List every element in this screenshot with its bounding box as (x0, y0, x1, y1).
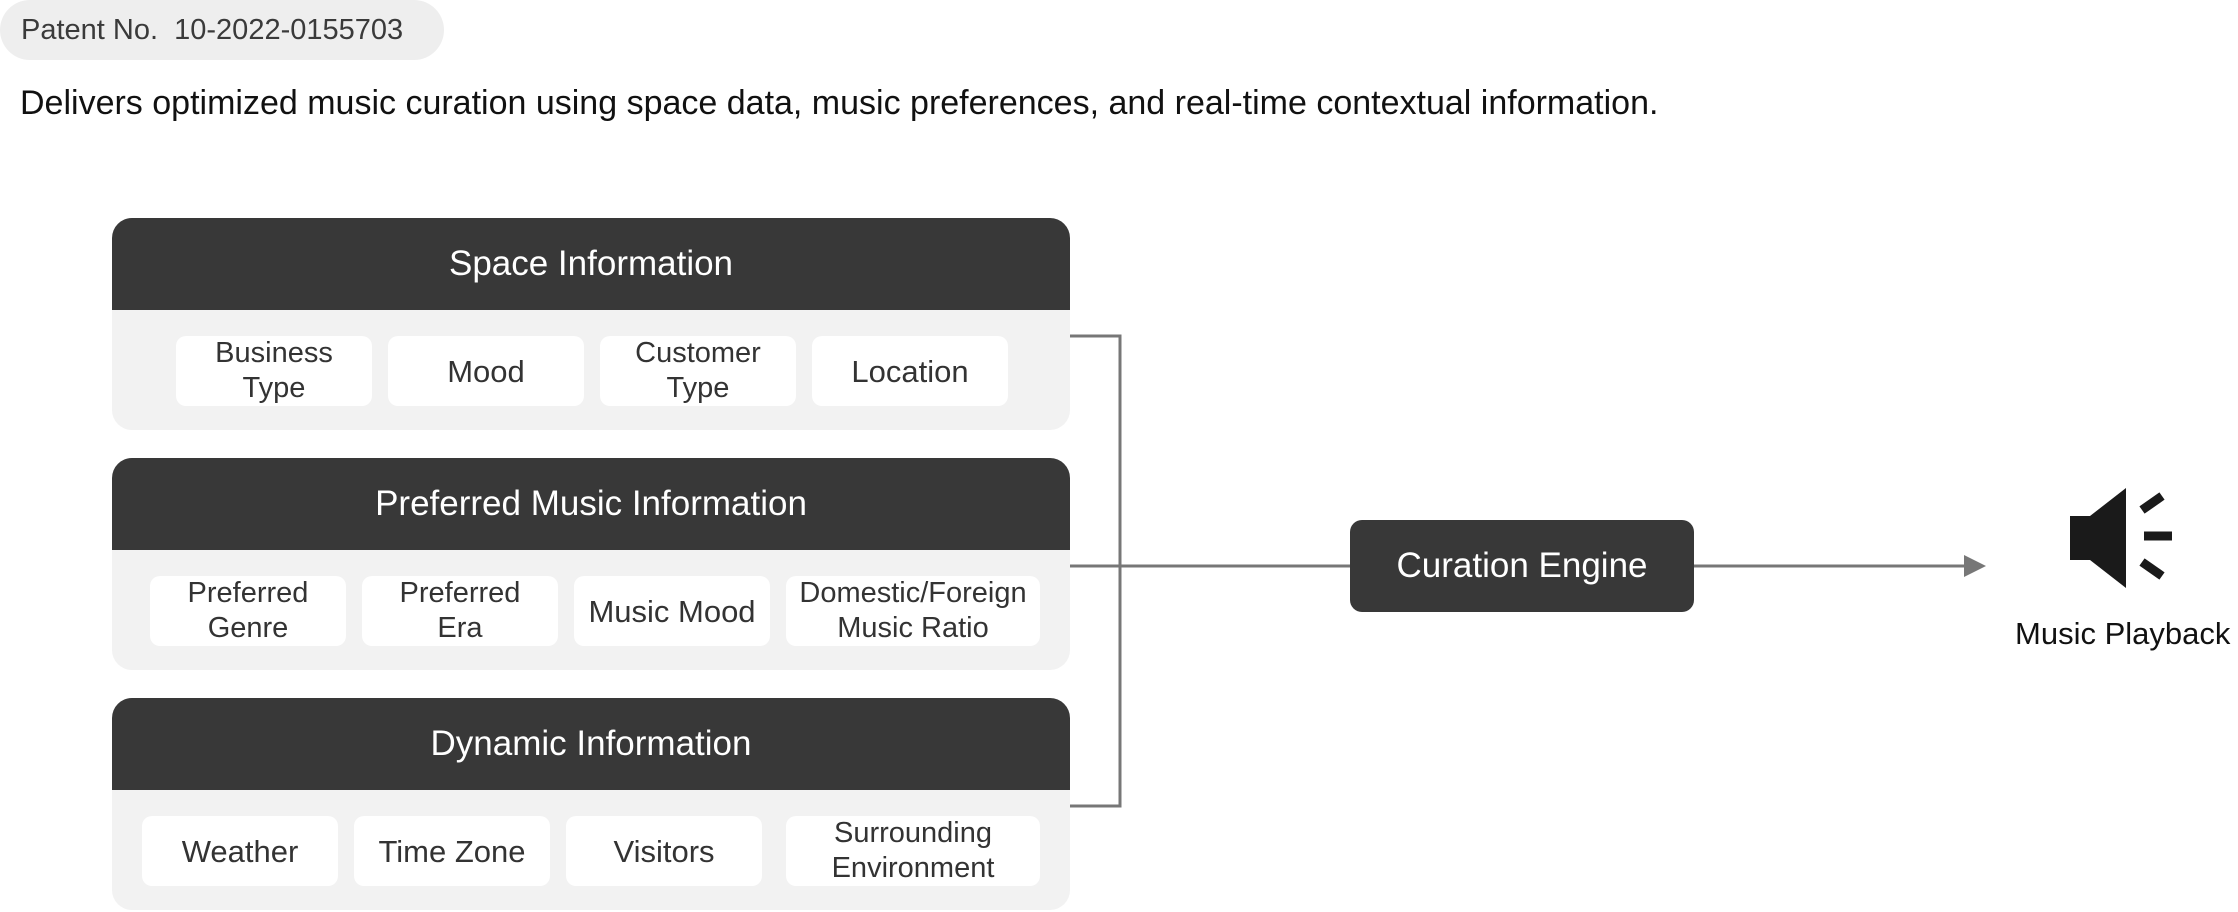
music-playback-label: Music Playback (2015, 616, 2231, 651)
chip-time-zone: Time Zone (354, 816, 550, 886)
bracket-connector (1070, 334, 1122, 808)
chip-location: Location (812, 336, 1008, 406)
group-dynamic-information: Dynamic Information Weather Time Zone Vi… (112, 698, 1070, 910)
patent-badge: Patent No. 10-2022-0155703 (0, 0, 444, 60)
group-space-information: Space Information Business Type Mood Cus… (112, 218, 1070, 430)
group-header: Dynamic Information (112, 698, 1070, 790)
diagram-subtitle: Delivers optimized music curation using … (20, 84, 1659, 122)
speaker-icon (2070, 488, 2172, 588)
chip-customer-type: Customer Type (600, 336, 796, 406)
chip-weather: Weather (142, 816, 338, 886)
chip-music-mood: Music Mood (574, 576, 770, 646)
curation-engine-box: Curation Engine (1350, 520, 1694, 612)
chip-visitors: Visitors (566, 816, 762, 886)
chip-preferred-era: Preferred Era (362, 576, 558, 646)
arrowhead (1964, 555, 1986, 577)
chip-domestic-foreign-ratio: Domestic/Foreign Music Ratio (786, 576, 1040, 646)
group-preferred-music-information: Preferred Music Information Preferred Ge… (112, 458, 1070, 670)
chip-surrounding-environment: Surrounding Environment (786, 816, 1040, 886)
group-header: Space Information (112, 218, 1070, 310)
chip-business-type: Business Type (176, 336, 372, 406)
group-header: Preferred Music Information (112, 458, 1070, 550)
chip-mood: Mood (388, 336, 584, 406)
chip-preferred-genre: Preferred Genre (150, 576, 346, 646)
